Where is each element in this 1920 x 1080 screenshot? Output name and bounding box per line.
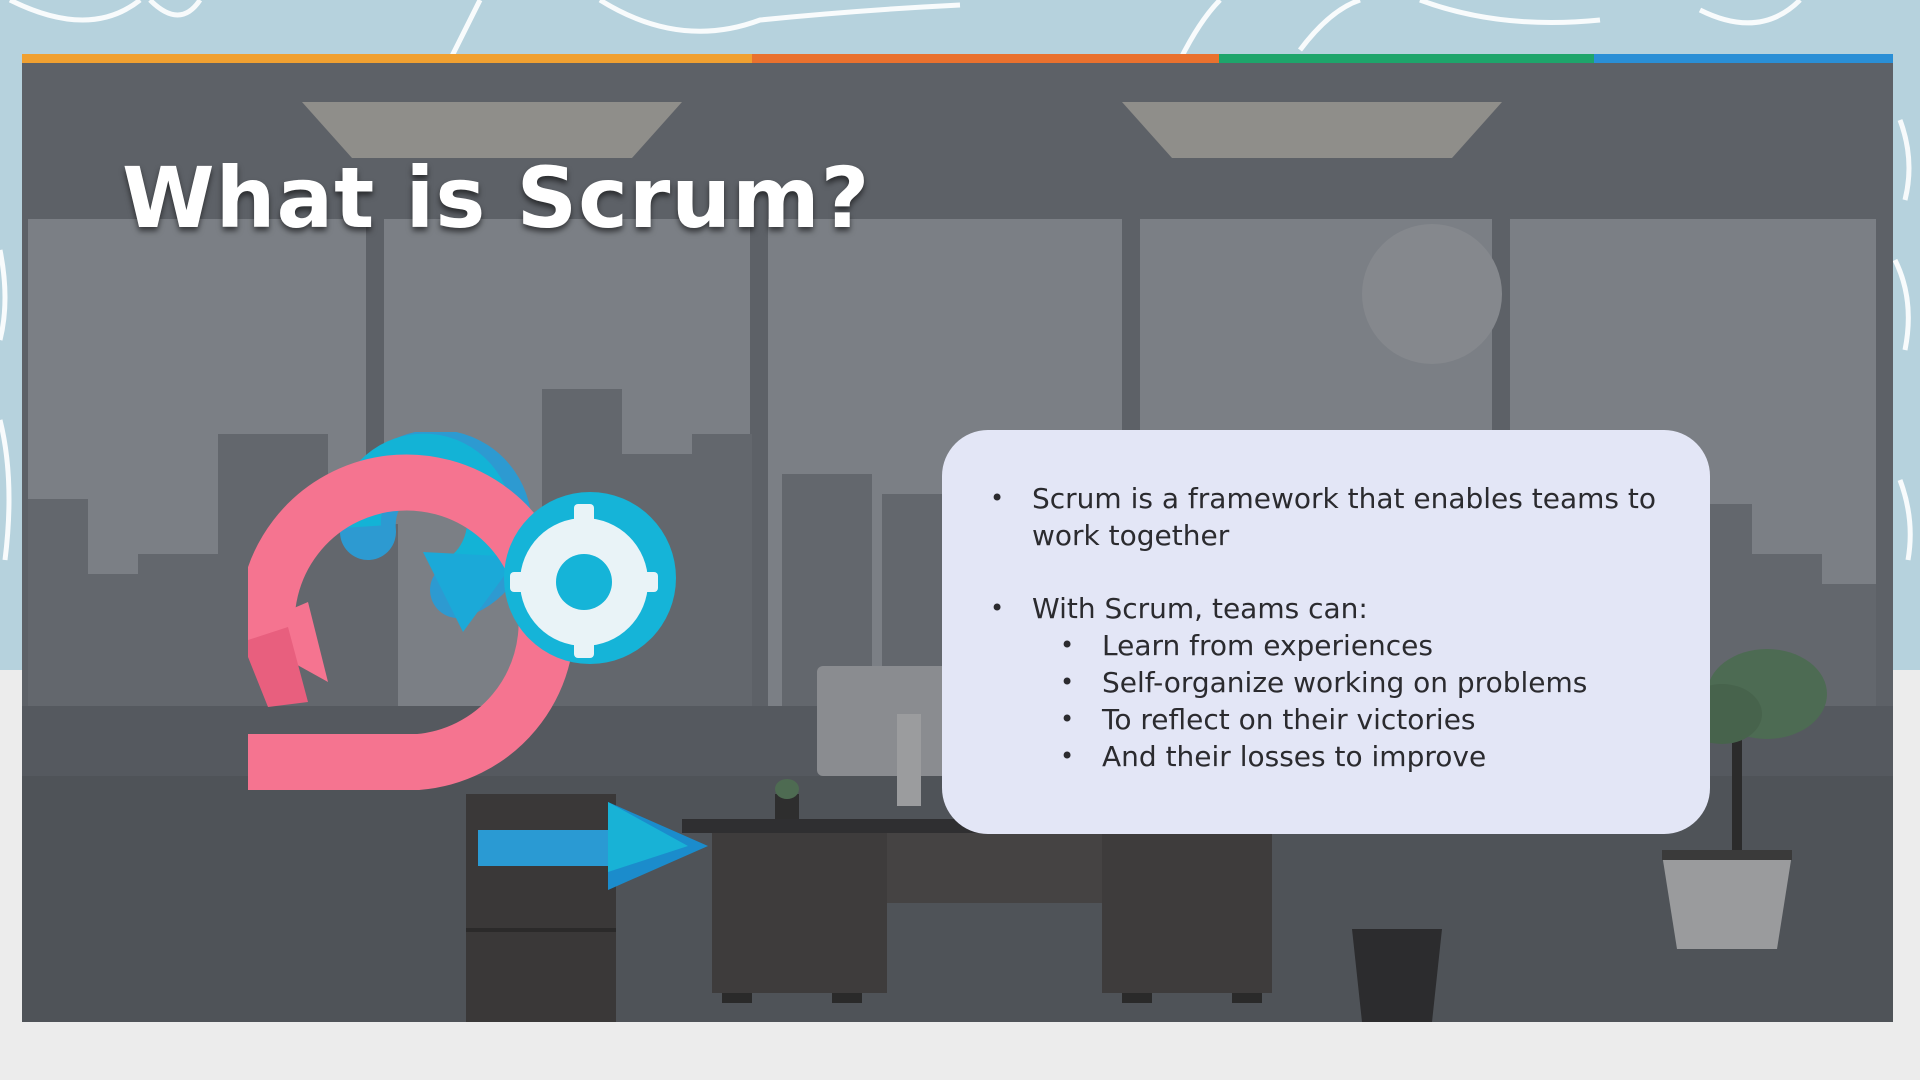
accent-segment-green <box>1219 54 1594 63</box>
sub-bullet-losses: And their losses to improve <box>1060 738 1670 775</box>
bullet-list: Scrum is a framework that enables teams … <box>990 480 1670 775</box>
sub-bullet-self-organize: Self-organize working on problems <box>1060 664 1670 701</box>
bullet-framework: Scrum is a framework that enables teams … <box>990 480 1670 554</box>
accent-segment-orange <box>22 54 752 63</box>
bullet-teams-can-label: With Scrum, teams can: <box>1032 592 1368 625</box>
bullet-teams-can: With Scrum, teams can: Learn from experi… <box>990 590 1670 775</box>
sub-bullet-list: Learn from experiences Self-organize wor… <box>1060 627 1670 775</box>
accent-segment-blue <box>1593 54 1893 63</box>
slide-title: What is Scrum? <box>122 149 871 247</box>
slide: What is Scrum? Scrum is a framework that… <box>22 54 1893 1022</box>
sub-bullet-reflect: To reflect on their victories <box>1060 701 1670 738</box>
scrum-cycle-icon <box>248 432 708 890</box>
accent-bar <box>22 54 1893 63</box>
scrum-info-card: Scrum is a framework that enables teams … <box>942 430 1710 834</box>
sub-bullet-learn: Learn from experiences <box>1060 627 1670 664</box>
accent-segment-red <box>751 54 1220 63</box>
